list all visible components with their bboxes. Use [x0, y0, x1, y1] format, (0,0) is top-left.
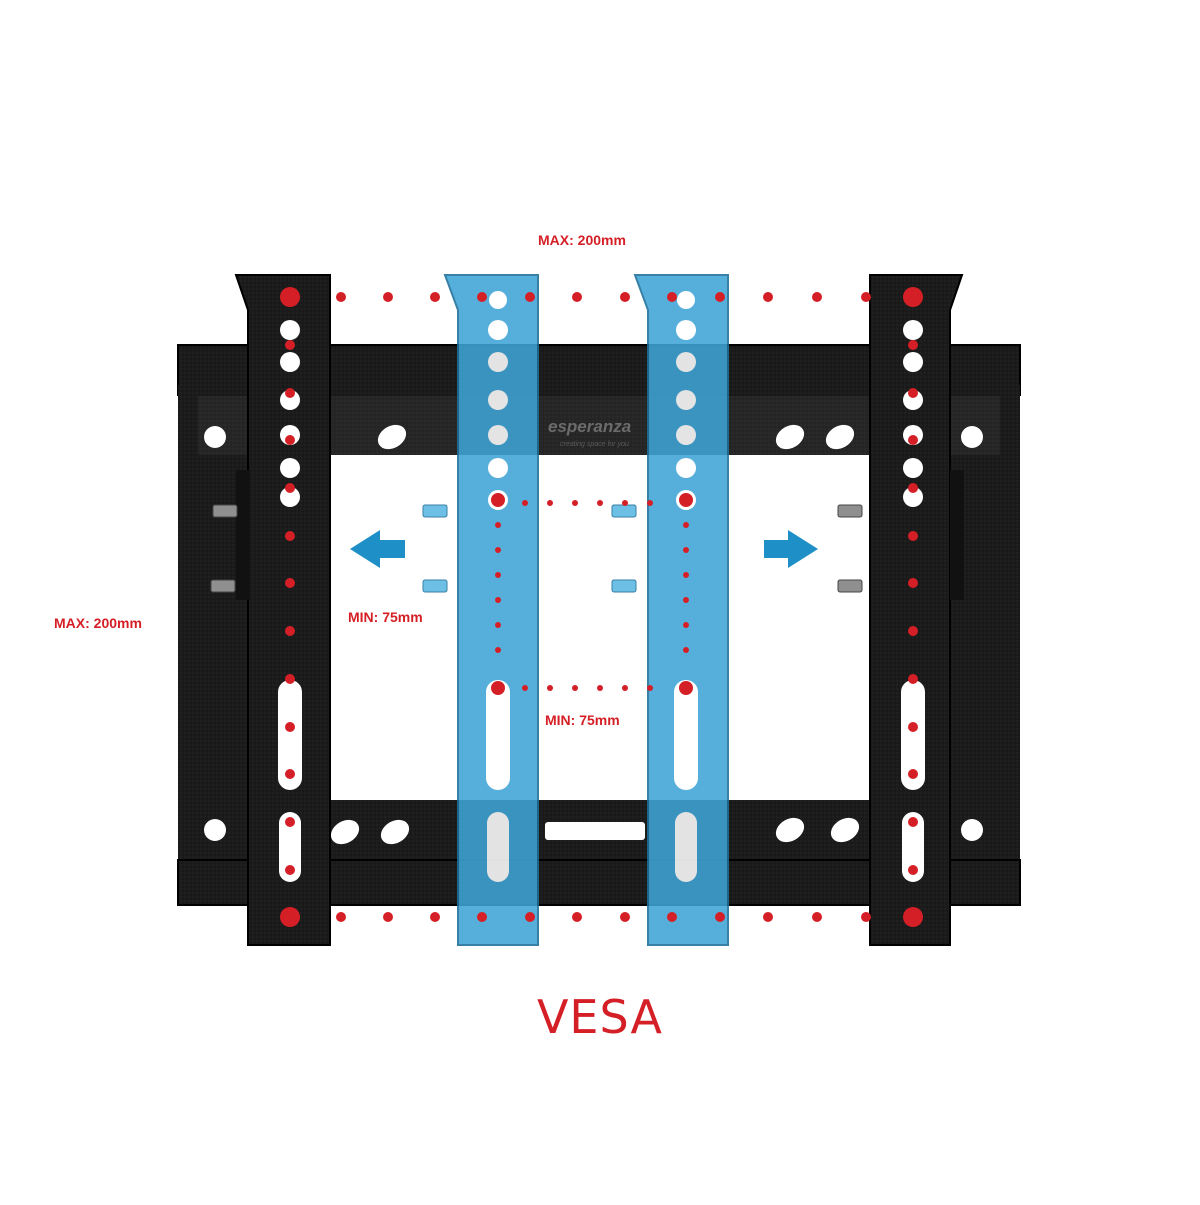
- vesa-dotted-lines: [280, 287, 923, 927]
- vesa-title: VESA: [536, 990, 664, 1044]
- left-arm: [210, 274, 331, 946]
- brand-tagline: creating space for you: [560, 441, 629, 448]
- left-screws: [210, 504, 238, 593]
- brand-logo: esperanza: [548, 417, 631, 436]
- blue-arm-right: [611, 274, 729, 946]
- left-max-label: MAX: 200mm: [54, 615, 142, 631]
- arrow-left-icon: [350, 530, 405, 568]
- blue-arm-left: [422, 274, 539, 946]
- top-max-label: MAX: 200mm: [538, 232, 626, 248]
- right-arm: [837, 274, 964, 946]
- min-vertical-label: MIN: 75mm: [545, 712, 620, 728]
- right-screws: [837, 504, 863, 593]
- arrow-right-icon: [764, 530, 818, 568]
- plate-holes: [204, 424, 983, 845]
- min-horizontal-label: MIN: 75mm: [348, 609, 423, 625]
